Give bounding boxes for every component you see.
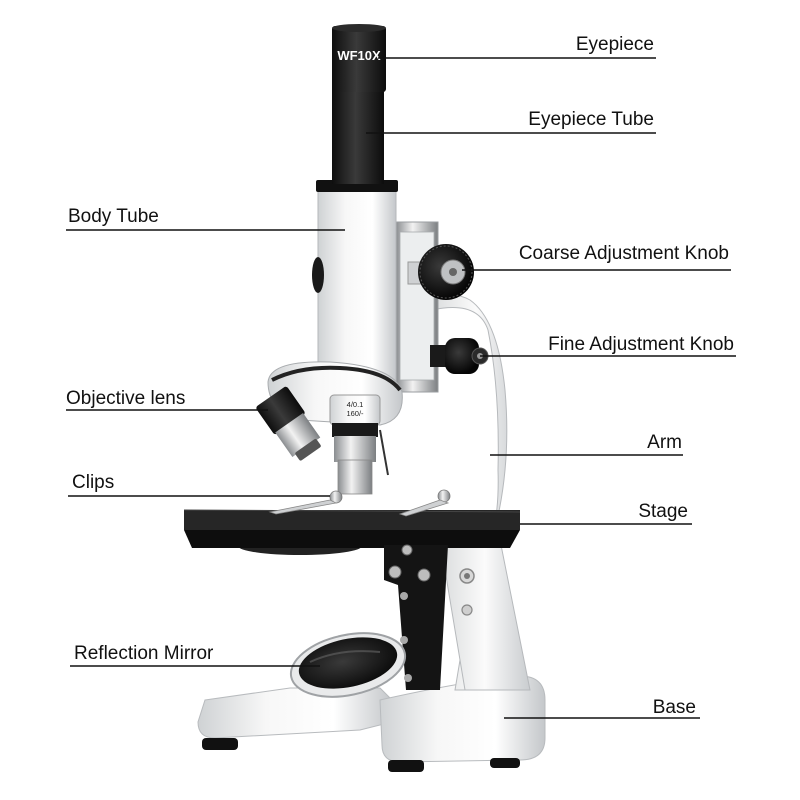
objective-marking-2: 160/- xyxy=(346,409,364,418)
label-arm: Arm xyxy=(647,432,682,453)
objective-marking-1: 4/0.1 xyxy=(347,400,364,409)
label-body-tube: Body Tube xyxy=(68,206,159,227)
body-tube xyxy=(312,185,396,385)
fine-adjustment-knob xyxy=(430,338,488,374)
eyepiece-tube xyxy=(316,88,398,192)
label-coarse-knob: Coarse Adjustment Knob xyxy=(519,243,729,264)
label-objective-lens: Objective lens xyxy=(66,388,185,409)
label-base: Base xyxy=(653,697,696,718)
label-eyepiece-tube: Eyepiece Tube xyxy=(528,109,654,130)
label-reflection-mirror: Reflection Mirror xyxy=(74,643,214,664)
label-stage: Stage xyxy=(638,501,688,522)
label-fine-knob: Fine Adjustment Knob xyxy=(548,334,734,355)
eyepiece-marking: WF10X xyxy=(337,48,381,63)
eyepiece: WF10X xyxy=(332,24,386,92)
label-clips: Clips xyxy=(72,472,114,493)
label-eyepiece: Eyepiece xyxy=(576,34,654,55)
